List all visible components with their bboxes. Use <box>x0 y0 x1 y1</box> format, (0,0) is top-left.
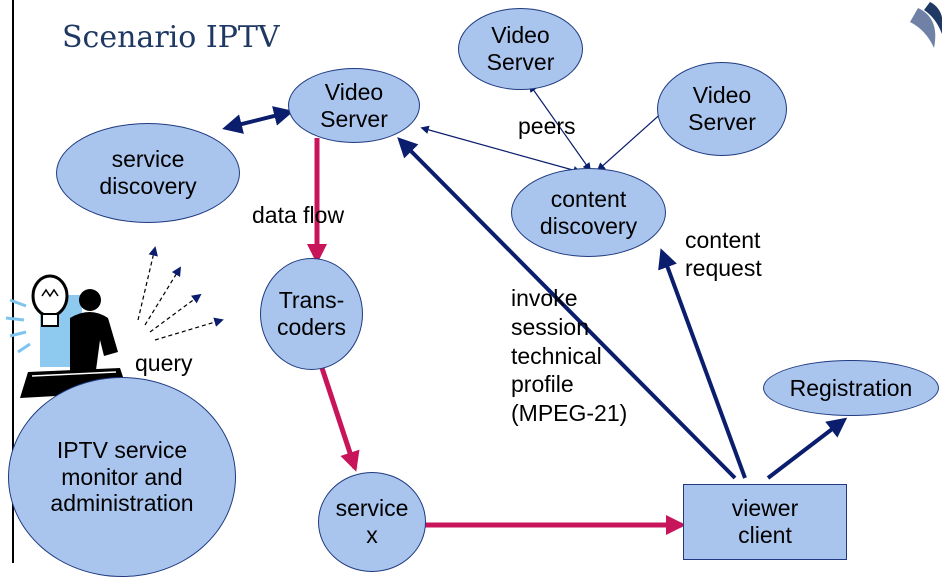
viewer-client-node: viewer client <box>683 484 847 560</box>
content-request-label: content request <box>685 227 762 281</box>
transcoders-node: Trans- coders <box>260 258 363 370</box>
registration-node: Registration <box>763 360 939 416</box>
video-server-main-node: Video Server <box>288 68 420 143</box>
arrow-video-server-right-content-discovery <box>596 108 667 172</box>
query-rays <box>137 246 224 341</box>
video-server-top-node: Video Server <box>458 8 583 90</box>
arrow-video-server-top-content-discovery <box>529 83 591 172</box>
arrow-content-request <box>658 248 747 479</box>
arrow-registration <box>766 417 848 480</box>
logo-swoosh-icon <box>910 2 942 48</box>
video-server-right-node: Video Server <box>657 62 787 156</box>
arrow-service-discovery-video-server <box>222 106 294 134</box>
service-discovery-node: service discovery <box>56 123 240 223</box>
person-at-desk-with-lightbulb-icon <box>5 274 128 398</box>
content-discovery-node: content discovery <box>511 168 666 257</box>
connectors-layer <box>5 2 942 535</box>
slide-title: Scenario IPTV <box>62 20 280 55</box>
iptv-monitor-node: IPTV service monitor and administration <box>8 377 236 577</box>
left-margin-line <box>0 0 14 563</box>
service-x-node: service x <box>318 472 426 572</box>
peers-label: peers <box>518 113 576 139</box>
data-flow-label: data flow <box>252 202 345 228</box>
arrow-transcoders-service-x <box>319 367 360 472</box>
arrow-invoke-session <box>397 137 737 480</box>
query-label: query <box>135 350 193 376</box>
invoke-session-label: invoke session technical profile (MPEG-2… <box>511 285 628 426</box>
